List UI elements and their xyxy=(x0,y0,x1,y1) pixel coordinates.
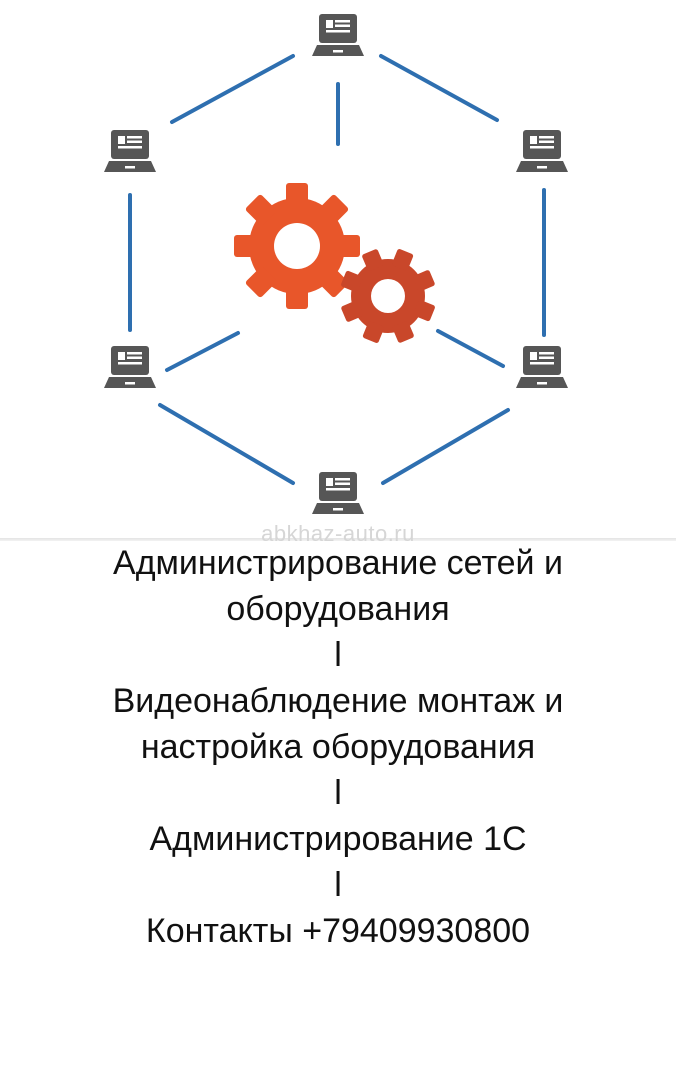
divider xyxy=(0,538,676,541)
computer-icon xyxy=(312,472,364,514)
computer-icon xyxy=(312,14,364,56)
network-illustration xyxy=(104,14,568,514)
separator-line: l xyxy=(334,636,342,674)
connector-line xyxy=(381,408,510,485)
gear-icon xyxy=(234,183,360,309)
services-text: Администрирование сетей и оборудования l… xyxy=(0,540,676,954)
service-line-networks-1: Администрирование сетей и xyxy=(113,544,563,582)
connector-line xyxy=(379,54,499,122)
separator-line: l xyxy=(334,774,342,812)
computer-icon xyxy=(104,130,156,172)
contacts-line: Контакты +79409930800 xyxy=(145,912,531,950)
computer-icon xyxy=(104,346,156,388)
computer-icon xyxy=(516,346,568,388)
connector-lines xyxy=(128,54,546,485)
service-line-1c: Администрирование 1С xyxy=(149,820,527,858)
watermark-text: abkhaz-auto.ru xyxy=(261,521,415,546)
connector-line xyxy=(170,54,295,124)
connector-line xyxy=(158,403,295,485)
separator-line: l xyxy=(334,866,342,904)
service-line-networks-2: оборудования xyxy=(226,590,450,628)
connector-line xyxy=(436,329,505,368)
connector-line xyxy=(165,331,240,372)
computer-icon xyxy=(516,130,568,172)
gear-icon xyxy=(341,249,435,343)
service-line-video-1: Видеонаблюдение монтаж и xyxy=(112,682,564,720)
service-line-video-2: настройка оборудования xyxy=(140,728,536,766)
